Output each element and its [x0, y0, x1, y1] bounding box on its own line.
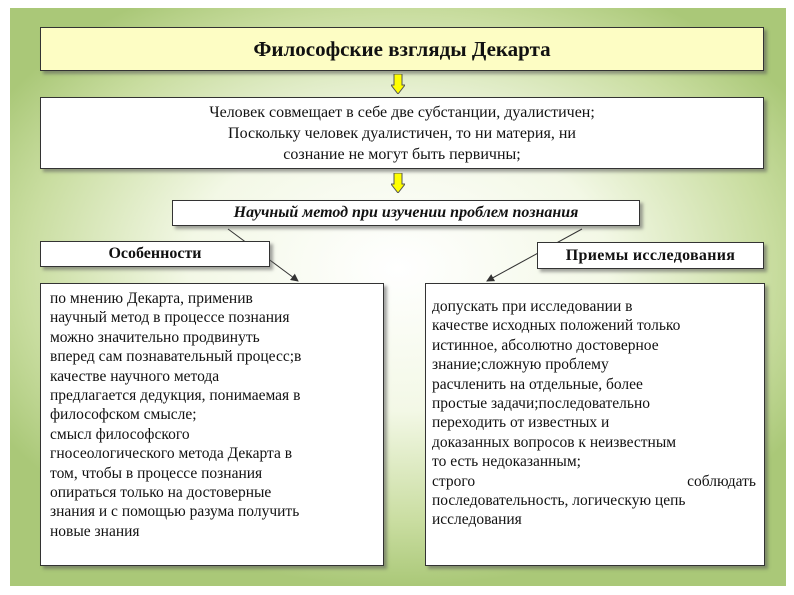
techniques-line: то есть недоказанным; — [432, 453, 581, 471]
features-line: научный метод в процессе познания — [50, 309, 290, 327]
techniques-line: расчленить на отдельные, более — [432, 375, 643, 393]
features-line: опираться только на достоверные — [50, 484, 272, 502]
features-line: том, чтобы в процессе познания — [50, 464, 263, 482]
features-heading: Особенности — [108, 245, 202, 262]
features-line: новые знания — [50, 522, 140, 540]
method-title: Научный метод при изучении проблем позна… — [233, 204, 579, 221]
method-box: Научный метод при изучении проблем позна… — [172, 200, 640, 226]
techniques-justified-line: строго соблюдать — [432, 472, 756, 491]
techniques-word: соблюдать — [687, 472, 756, 490]
techniques-line: переходить от известных и — [432, 414, 610, 432]
down-arrow-icon — [391, 74, 405, 94]
thesis-line: Человек совмещает в себе две субстанции,… — [209, 103, 595, 121]
techniques-heading: Приемы исследования — [565, 246, 736, 264]
features-heading-box: Особенности — [40, 241, 270, 267]
connector-to-techniques — [486, 228, 583, 282]
techniques-box: допускать при исследовании в качестве ис… — [425, 283, 765, 566]
techniques-line: знание;сложную проблему — [432, 356, 609, 374]
thesis-line: Поскольку человек дуалистичен, то ни мат… — [228, 124, 576, 142]
thesis-box: Человек совмещает в себе две субстанции,… — [40, 97, 764, 169]
features-line: гносеологического метода Декарта в — [50, 445, 293, 463]
techniques-word: строго — [432, 472, 476, 490]
features-line: качестве научного метода — [50, 367, 220, 385]
techniques-line: исследования — [432, 511, 522, 529]
features-line: знания и с помощью разума получить — [50, 503, 300, 521]
techniques-line: истинное, абсолютно достоверное — [432, 336, 659, 354]
features-line: философском смысле; — [50, 406, 197, 424]
features-box: по мнению Декарта, применив научный мето… — [40, 283, 384, 566]
techniques-line: допускать при исследовании в — [432, 298, 633, 315]
features-line: можно значительно продвинуть — [50, 328, 260, 346]
features-line: предлагается дедукция, понимаемая в — [50, 387, 301, 405]
features-line: по мнению Декарта, применив — [50, 290, 253, 307]
techniques-line: последовательность, логическую цепь — [432, 492, 686, 510]
techniques-line: простые задачи;последовательно — [432, 395, 650, 413]
thesis-line: сознание не могут быть первичны; — [283, 145, 521, 163]
features-line: смысл философского — [50, 425, 190, 443]
title-box: Философские взгляды Декарта — [40, 27, 764, 71]
down-arrow-icon — [391, 173, 405, 193]
features-line: вперед сам познавательный процесс;в — [50, 348, 302, 366]
page-title: Философские взгляды Декарта — [253, 36, 551, 61]
techniques-line: доказанных вопросов к неизвестным — [432, 433, 677, 451]
techniques-line: качестве исходных положений только — [432, 317, 681, 335]
techniques-heading-box: Приемы исследования — [537, 242, 764, 269]
